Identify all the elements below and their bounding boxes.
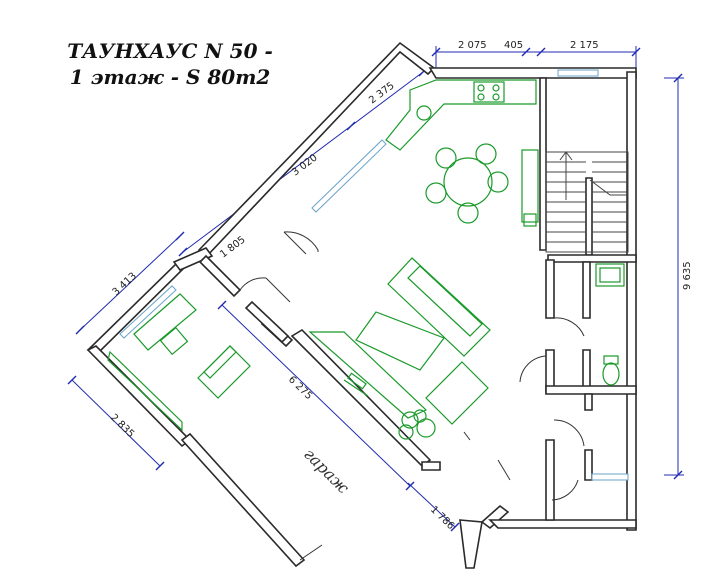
cooktop (473, 81, 505, 103)
dim-3413: 3 413 (111, 271, 139, 299)
door-hall (519, 355, 547, 383)
plan-title: ТАУНХАУС N 50 - 1 этаж - S 80m2 (55, 38, 285, 90)
window-living (311, 139, 387, 213)
dining-set (425, 143, 509, 224)
window-bath (591, 473, 629, 481)
fridge (521, 149, 539, 223)
walls (86, 41, 637, 569)
door-wc (553, 317, 585, 337)
door-entry (551, 479, 579, 501)
dim-1786: 1 786 (428, 504, 456, 532)
dim-9635: 9 635 (682, 261, 693, 290)
toilet (602, 355, 620, 386)
wc-sink (595, 263, 625, 287)
dim-405: 405 (504, 40, 523, 51)
door-office (239, 277, 267, 291)
door-bath (553, 419, 585, 447)
kitchen-counter (385, 79, 537, 151)
room-label-garage: гараж (300, 444, 353, 497)
plan-title-line-1: ТАУНХАУС N 50 - (67, 39, 273, 63)
staircase (545, 151, 629, 253)
dim-2075: 2 075 (458, 40, 487, 51)
door-living (283, 231, 319, 252)
doors (239, 231, 585, 501)
office-furniture (107, 293, 251, 432)
plant (398, 409, 436, 440)
window-office (119, 285, 177, 339)
living-sofas (308, 257, 491, 425)
dim-6275: 6 275 (286, 374, 314, 402)
windows (119, 69, 629, 481)
dim-2835: 2 835 (108, 412, 136, 440)
sink (416, 105, 432, 121)
coffee-table (355, 311, 445, 371)
plan-title-line-2: 1 этаж - S 80m2 (69, 65, 271, 89)
furniture (107, 79, 625, 440)
window-top (557, 69, 599, 77)
dim-2175: 2 175 (570, 40, 599, 51)
